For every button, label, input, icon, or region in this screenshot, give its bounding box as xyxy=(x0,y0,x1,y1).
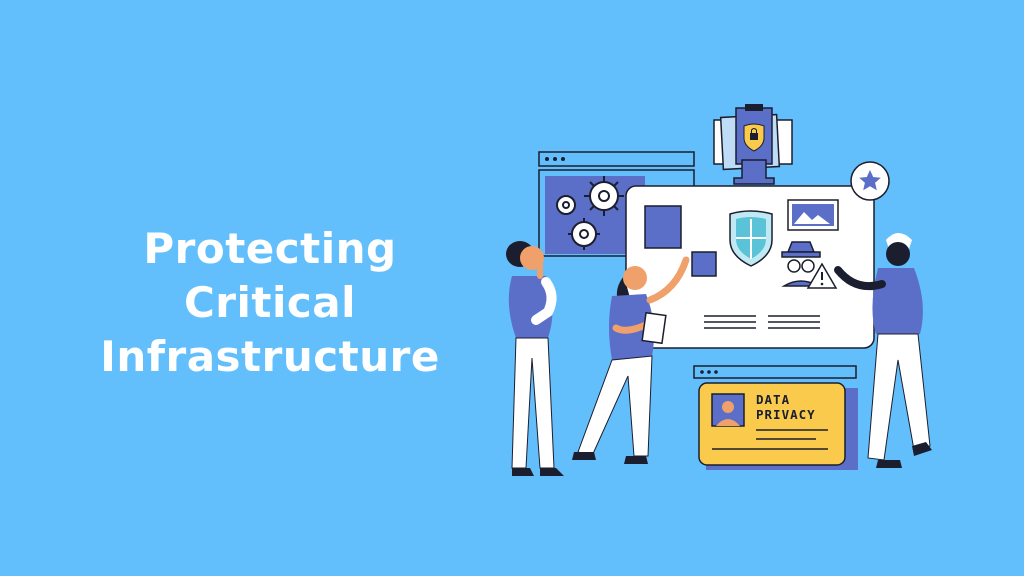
star-icon xyxy=(850,161,890,201)
headline-line-1: Protecting xyxy=(143,224,397,273)
headline: Protecting Critical Infrastructure xyxy=(80,222,460,384)
gear-icon xyxy=(556,176,624,250)
person-reaching xyxy=(572,256,690,464)
user-avatar-icon xyxy=(711,393,745,427)
person-pointing xyxy=(834,233,932,468)
lock-icon xyxy=(743,123,765,152)
warning-icon xyxy=(806,262,838,289)
id-card-title-line2: PRIVACY xyxy=(756,407,816,422)
image-icon xyxy=(787,199,839,231)
id-card: DATA PRIVACY xyxy=(698,382,846,466)
headline-line-2: Critical xyxy=(183,278,357,327)
person-thinking xyxy=(506,241,564,476)
headline-line-3: Infrastructure xyxy=(100,332,440,381)
shield-icon xyxy=(729,210,773,267)
id-card-title-line1: DATA xyxy=(756,392,790,407)
